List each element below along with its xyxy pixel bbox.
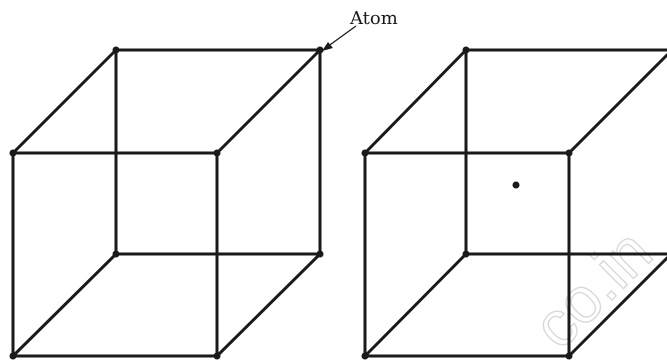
body-centred-cubic-cell <box>361 46 667 360</box>
body-centre-atom <box>512 181 520 189</box>
corner-atom <box>361 149 369 157</box>
corner-atom <box>112 46 120 54</box>
edge <box>567 53 667 155</box>
simple-cubic-edges <box>11 48 322 358</box>
corner-atom <box>9 352 17 360</box>
corner-atom <box>112 250 120 258</box>
simple-cubic-cell <box>9 46 324 360</box>
corner-atom <box>462 46 470 54</box>
corner-atom <box>9 149 17 157</box>
corner-atom <box>565 149 573 157</box>
edge <box>363 252 468 358</box>
corner-atom <box>361 352 369 360</box>
edge <box>215 48 322 155</box>
atom-pointer-line <box>326 25 357 48</box>
atom-pointer-arrowhead <box>322 42 333 51</box>
atom-label: Atom <box>349 8 398 29</box>
watermark-text: co.in <box>519 215 666 360</box>
body-centred-cubic-atoms <box>361 46 573 360</box>
corner-atom <box>462 250 470 258</box>
atom-annotation: Atom <box>322 8 398 51</box>
edge <box>11 48 118 155</box>
body-centred-cubic-edges <box>363 48 667 358</box>
corner-atom <box>565 352 573 360</box>
corner-atom <box>316 250 324 258</box>
edge <box>11 252 118 358</box>
edge <box>567 256 667 358</box>
corner-atom <box>316 46 324 54</box>
edge <box>363 48 468 155</box>
edge <box>215 252 322 358</box>
corner-atom <box>213 352 221 360</box>
simple-cubic-atoms <box>9 46 324 360</box>
corner-atom <box>213 149 221 157</box>
